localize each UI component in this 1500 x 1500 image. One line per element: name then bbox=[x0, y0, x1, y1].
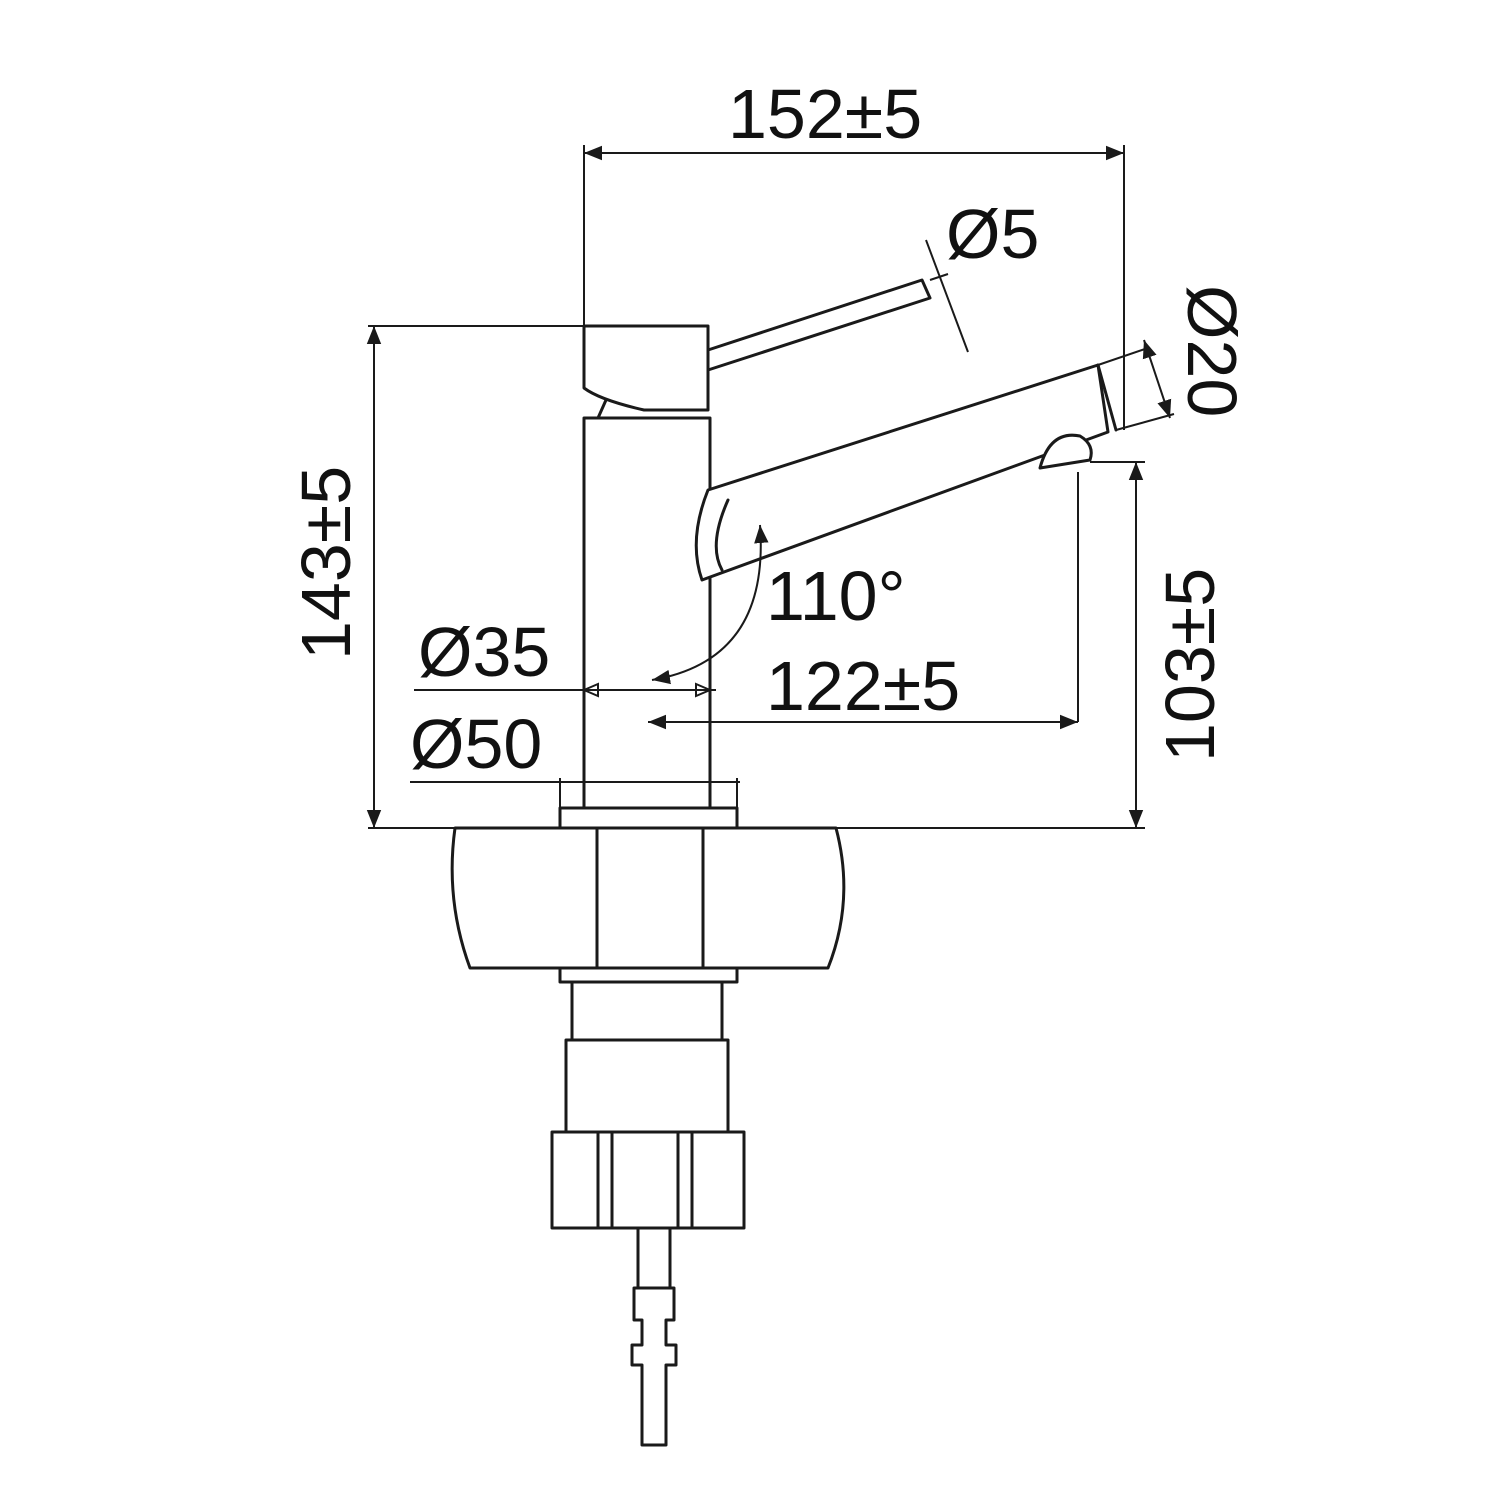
threaded-shank bbox=[558, 966, 739, 984]
label-lever-diameter: Ø5 bbox=[946, 195, 1039, 273]
braided-hose bbox=[636, 1226, 672, 1290]
nut-slot-1 bbox=[596, 1130, 614, 1230]
dim-line-lever-diameter bbox=[925, 239, 969, 353]
label-spout-height: 103±5 bbox=[1151, 568, 1229, 762]
mounting-nut bbox=[550, 1130, 746, 1230]
dimension-labels: 152±5 Ø5 Ø20 143±5 103±5 110° Ø35 122±5 … bbox=[287, 75, 1251, 783]
countertop-section bbox=[450, 826, 846, 970]
dim-line-spout-diameter bbox=[1142, 339, 1172, 419]
label-swivel-angle: 110° bbox=[766, 557, 906, 635]
dim-arc-swivel bbox=[651, 524, 769, 685]
mounting-hole bbox=[595, 826, 705, 970]
cartridge-head bbox=[582, 324, 710, 412]
dimension-lines bbox=[366, 145, 1175, 829]
spout-tip-line bbox=[1096, 363, 1118, 432]
body-column bbox=[582, 416, 712, 810]
label-overall-height: 143±5 bbox=[287, 466, 365, 660]
faucet-body bbox=[558, 278, 1118, 830]
countertop-left bbox=[450, 826, 599, 970]
label-body-diameter: Ø35 bbox=[418, 613, 550, 691]
label-base-diameter: Ø50 bbox=[410, 705, 542, 783]
mounting-nut-body bbox=[564, 1038, 730, 1134]
nut-slot-2 bbox=[676, 1130, 694, 1230]
spout bbox=[694, 363, 1110, 582]
label-overall-width: 152±5 bbox=[728, 75, 922, 153]
shank-tube bbox=[570, 980, 724, 1042]
under-counter-fittings bbox=[550, 966, 746, 1447]
base-flange bbox=[558, 806, 739, 830]
countertop-right bbox=[701, 826, 846, 970]
aerator bbox=[1038, 433, 1093, 470]
label-spout-reach: 122±5 bbox=[766, 647, 960, 725]
label-spout-diameter: Ø20 bbox=[1173, 285, 1251, 417]
hose-connector bbox=[630, 1286, 678, 1447]
head-skirt bbox=[596, 398, 608, 420]
lever-handle bbox=[706, 278, 932, 372]
